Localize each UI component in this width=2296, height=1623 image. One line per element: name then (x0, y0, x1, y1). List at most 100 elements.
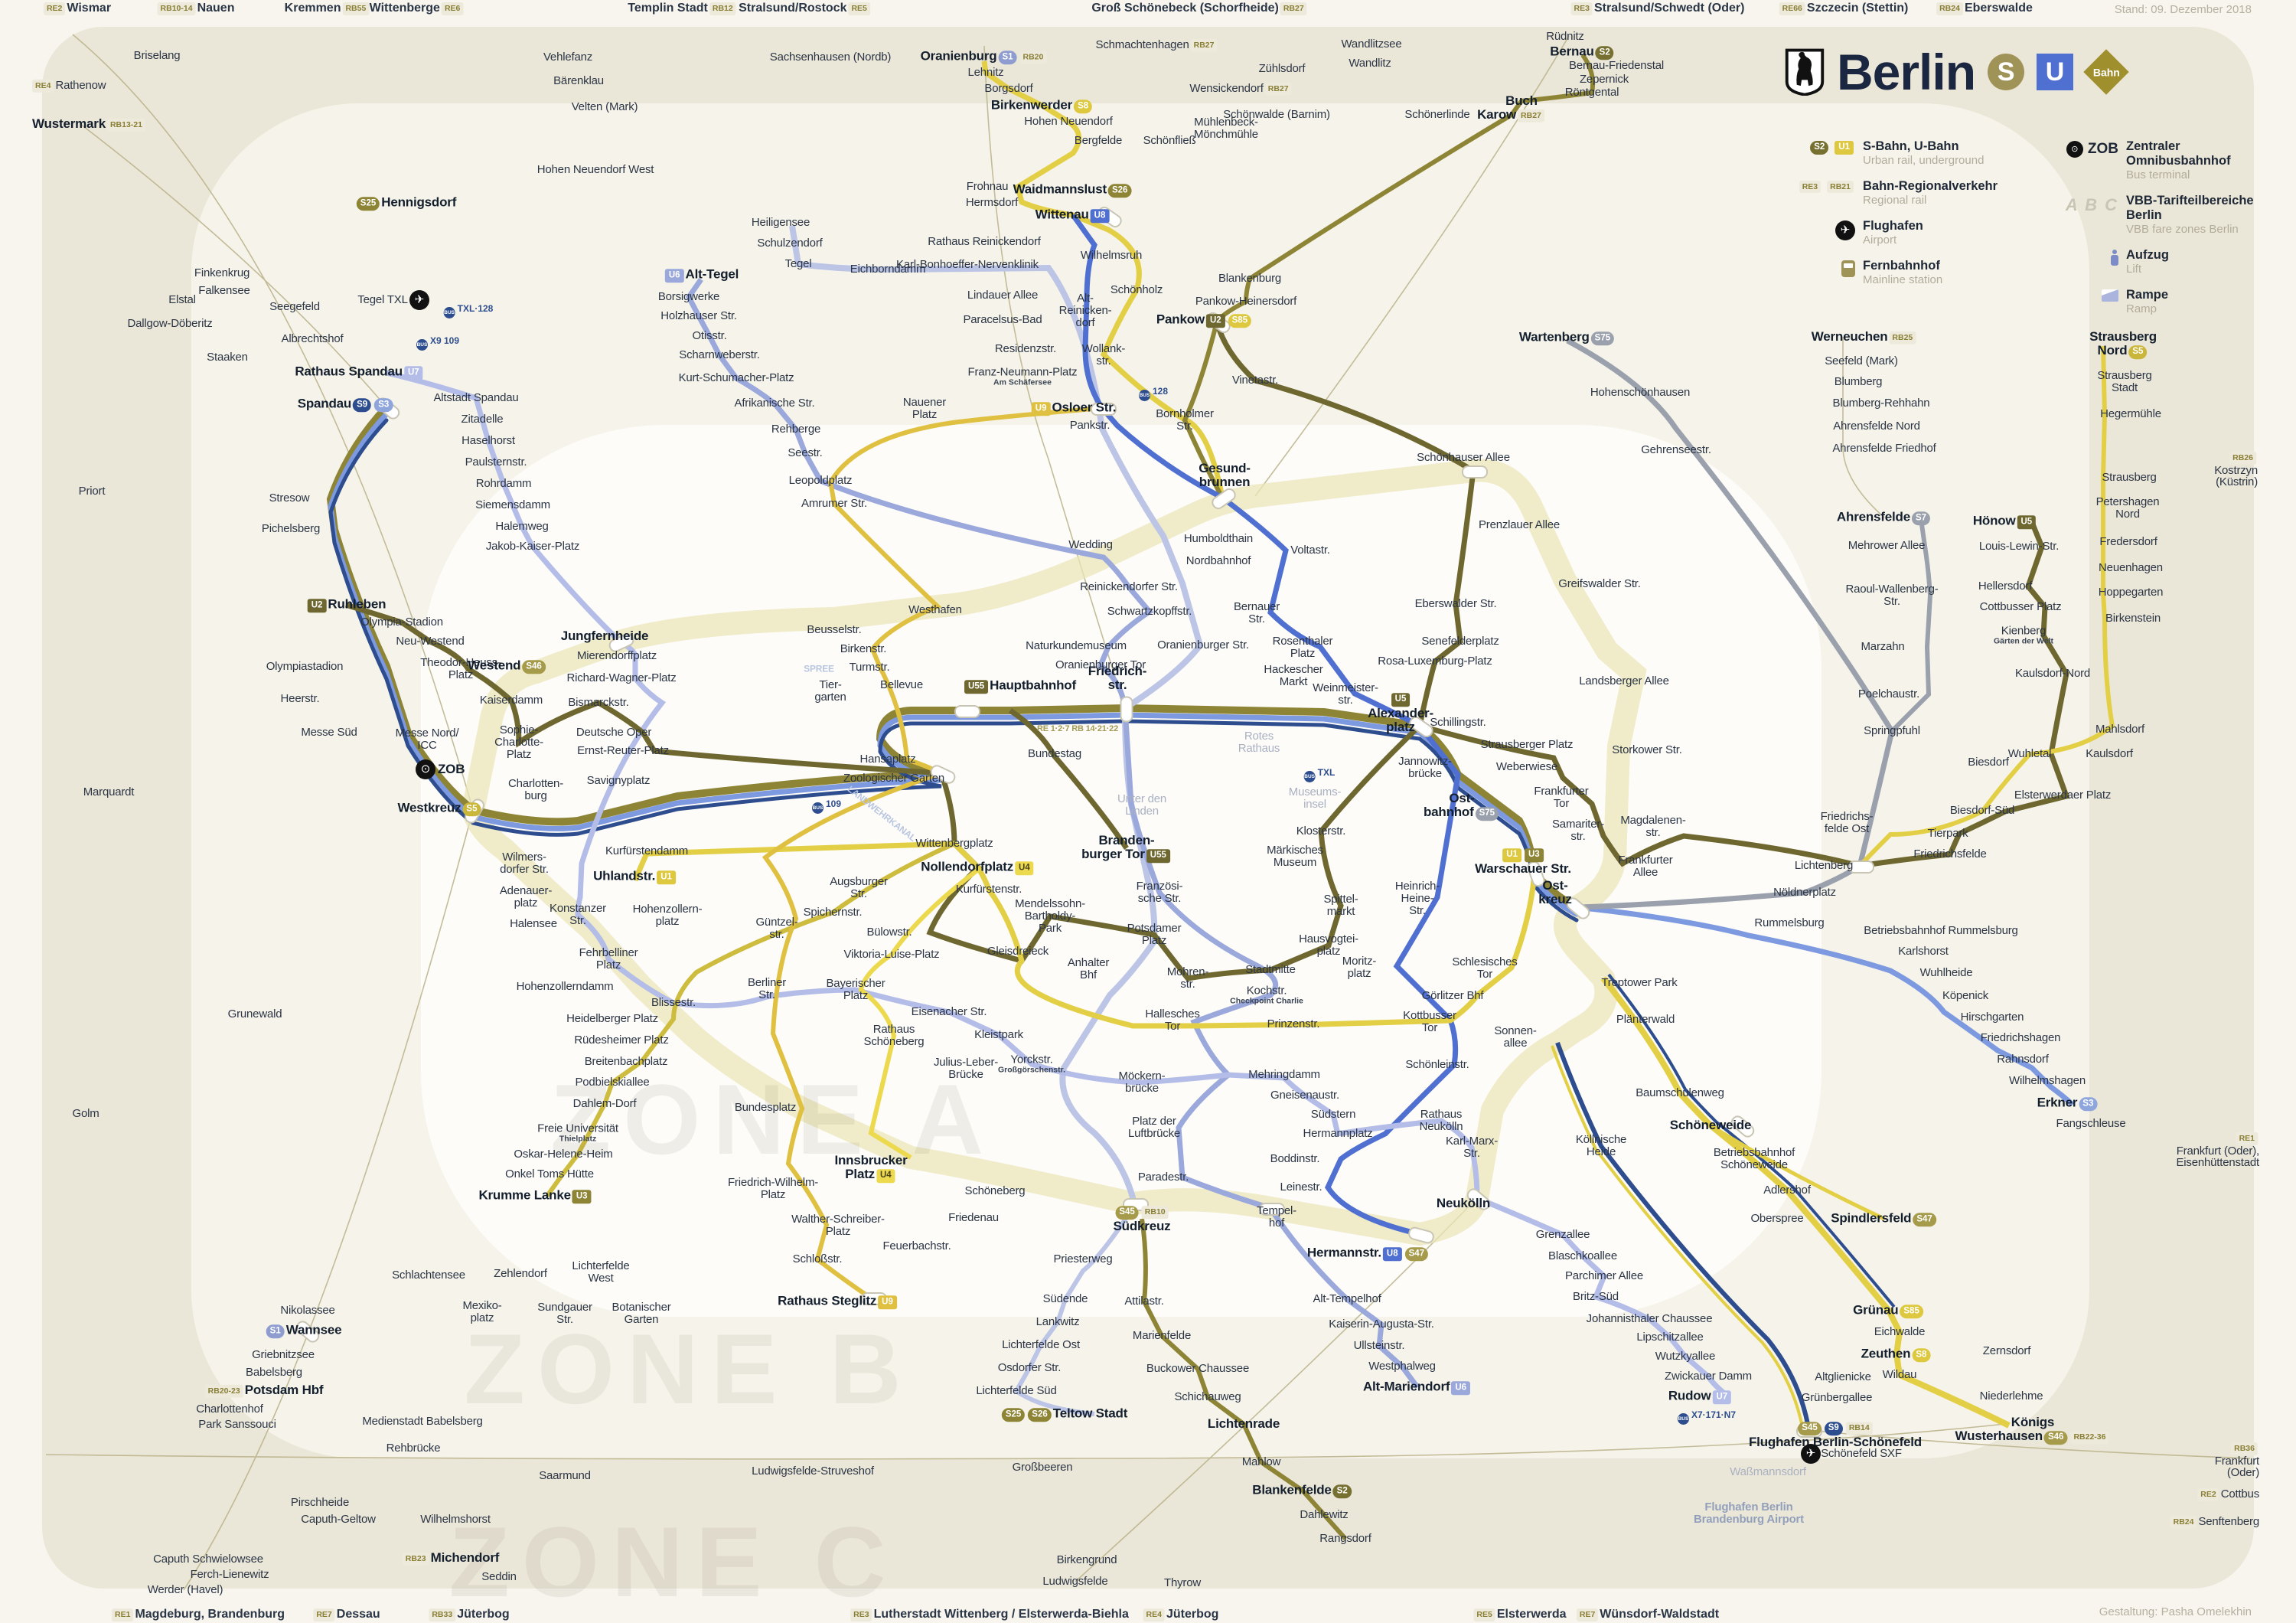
station-label: Birkenstein (2105, 612, 2161, 625)
station-label: Schöneweide (1669, 1117, 1752, 1132)
station-label: Bundesplatz (734, 1101, 797, 1115)
u4-line (858, 867, 980, 1160)
station-label: Cottbusser Platz (1979, 600, 2062, 614)
station-label: Alt-Reinicken-dorf (1058, 292, 1112, 329)
station-label: Feuerbachstr. (882, 1239, 951, 1253)
station-label: Adenauer-platz (499, 884, 553, 909)
u55-line-badge: U55 (1146, 849, 1170, 863)
station-label: Marquardt (83, 785, 135, 799)
station-label: Caputh-Geltow (301, 1513, 376, 1527)
station-label: Kurt-Schumacher-Platz (678, 371, 794, 385)
station-label: Pichelsberg (261, 522, 321, 536)
station-label: Friedrich-str. (1088, 663, 1147, 692)
rb27-line-badge: RB27 (1518, 109, 1544, 122)
station-label: Falkensee (198, 284, 250, 298)
station-label: Ost-kreuz (1538, 877, 1572, 906)
station-label: Lichtenrade (1207, 1416, 1280, 1431)
station-label: Frohnau (966, 180, 1009, 194)
station-label: Zernsdorf (1982, 1344, 2031, 1358)
station-label: Kaiserdamm (479, 694, 543, 707)
station-label: Reinickendorfer Str. (1080, 580, 1178, 594)
station-label: Mühlenbeck-Mönchmühle (1194, 116, 1258, 141)
station-label: Tierpark (1927, 827, 1968, 841)
station-label: Otisstr. (692, 329, 727, 343)
station-label: Eichwalde (1874, 1325, 1926, 1339)
station-label: Rangsdorf (1319, 1532, 1371, 1546)
station-label: Museums-insel (1288, 785, 1342, 811)
station-label: Fangschleuse (2056, 1117, 2126, 1131)
station-label: Louis-Lewin-Str. (1978, 540, 2060, 554)
s1-line-badge: S1 (998, 51, 1017, 64)
station-label: Bergfelde (1074, 134, 1123, 148)
station-label: Oberspree (1750, 1212, 1804, 1226)
s46-line-badge: S46 (2043, 1431, 2068, 1445)
u55-line (1009, 708, 1129, 850)
station-label: ZOB (438, 761, 465, 776)
station-label: Beusselstr. (807, 623, 862, 637)
station-label: Grünbergallee (1801, 1391, 1873, 1405)
station-label: Hellersdorf (1978, 580, 2033, 593)
re1-line-badge: RE1 (112, 1608, 134, 1621)
station-label: Weinmeister-str. (1313, 681, 1378, 707)
station-label: Ahrensfelde Friedhof (1832, 442, 1936, 456)
bus-terminal-icon: ⊙ (2066, 141, 2083, 158)
station-label: Jakob-Kaiser-Platz (485, 540, 580, 554)
rb14-line-badge: RB14 (1845, 1422, 1873, 1435)
mainline-station-icon (1841, 260, 1855, 277)
station-label: Schönerlinde (1404, 108, 1470, 122)
s7-line-badge: S7 (1911, 511, 1931, 525)
station-label: Hermsdorf (965, 196, 1019, 210)
station-label: Oranienburger Str. (1157, 638, 1249, 652)
bus-icon: BUS (811, 802, 823, 814)
station-label: Hegermühle (2100, 407, 2161, 421)
u9-line-badge: U9 (1031, 402, 1051, 416)
station-label: Gneisenaustr. (1270, 1089, 1339, 1102)
station-label: Prinzenstr. (1267, 1017, 1320, 1031)
u4-line-badge: U4 (1015, 861, 1034, 875)
station-label: Halemweg (495, 520, 549, 534)
s3-line-badge: S3 (374, 398, 393, 412)
station-label: Bismarckstr. (568, 696, 629, 710)
station-label: Rüdnitz (1546, 30, 1584, 44)
station-label: Dallgow-Döberitz (127, 317, 213, 331)
station-label: Hohenzollerndamm (516, 980, 614, 994)
legend-title: Aufzug (2126, 247, 2169, 262)
airport-icon: ✈ (409, 290, 429, 310)
station-label: Adlershof (1763, 1184, 1811, 1197)
s47-line-badge: S47 (1913, 1213, 1936, 1226)
station-label: Viktoria-Luise-Platz (843, 948, 940, 962)
legend-item-lift: Aufzug Lift (2054, 248, 2284, 276)
station-label: Biesdorf (1968, 756, 2009, 769)
station-label: Borsigwerke (657, 290, 720, 304)
station-label: Voltastr. (1290, 544, 1330, 557)
station-label: Mahlow (1241, 1455, 1281, 1469)
station-label: Tegel TXL (357, 293, 408, 307)
station-label: Siemensdamm (475, 498, 550, 512)
station-label: Spichernstr. (803, 906, 863, 919)
station-label: Hermannplatz (1303, 1127, 1373, 1141)
station-label: Raoul-Wallenberg-Str. (1845, 583, 1939, 608)
u5-line (1419, 521, 2070, 869)
hub-marker (1259, 1203, 1285, 1216)
station-label: Lichtenberg (1794, 859, 1854, 873)
station-label: Albrechtshof (281, 332, 344, 346)
station-label: Senefelderplatz (1421, 635, 1499, 648)
